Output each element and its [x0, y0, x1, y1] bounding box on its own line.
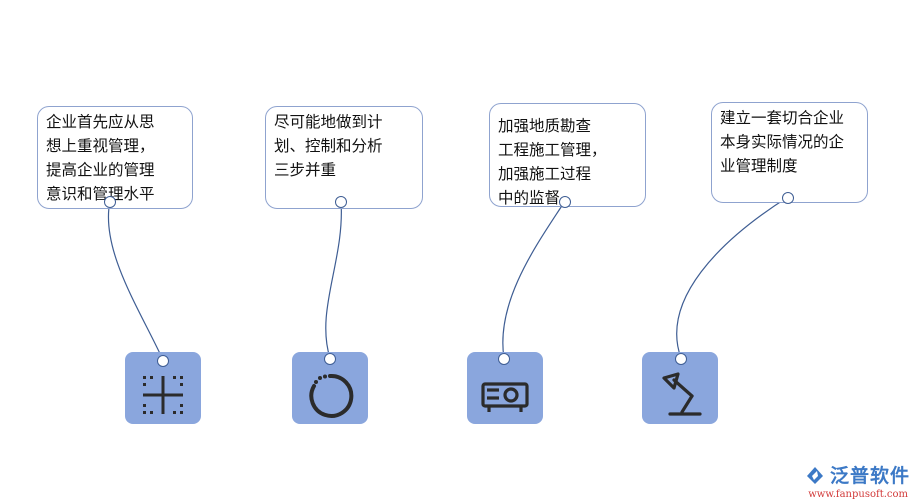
tile-anchor-dot-1 — [157, 355, 169, 367]
grid-icon — [143, 376, 183, 414]
text-card-2: 尽可能地做到计 划、控制和分析 三步并重 — [265, 106, 423, 209]
text-card-4: 建立一套切合企业 本身实际情况的企 业管理制度 — [711, 102, 868, 203]
connector-line-1 — [107, 200, 164, 361]
card-anchor-dot-4 — [782, 192, 794, 204]
brand-mark-icon — [806, 466, 823, 484]
tile-anchor-dot-4 — [675, 353, 687, 365]
connector-line-4 — [676, 196, 789, 359]
connector-line-3 — [502, 200, 566, 359]
brand-name: 泛普软件 — [829, 465, 910, 487]
brand-logo: 泛普软件 — [804, 461, 910, 488]
brand-url: www.fanpusoft.com — [808, 489, 908, 500]
connector-line-2 — [325, 200, 342, 359]
tile-anchor-dot-3 — [498, 353, 510, 365]
card-anchor-dot-2 — [335, 196, 347, 208]
text-card-3: 加强地质勘查 工程施工管理， 加强施工过程 中的监督 — [489, 103, 646, 207]
tile-anchor-dot-2 — [324, 353, 336, 365]
text-card-1: 企业首先应从思 想上重视管理， 提高企业的管理 意识和管理水平 — [37, 106, 193, 209]
card-anchor-dot-1 — [104, 196, 116, 208]
icon-tile-3 — [467, 352, 543, 424]
circle-icon — [309, 373, 354, 418]
card-anchor-dot-3 — [559, 196, 571, 208]
desk-lamp-icon — [662, 372, 702, 416]
projector-icon — [481, 382, 529, 412]
